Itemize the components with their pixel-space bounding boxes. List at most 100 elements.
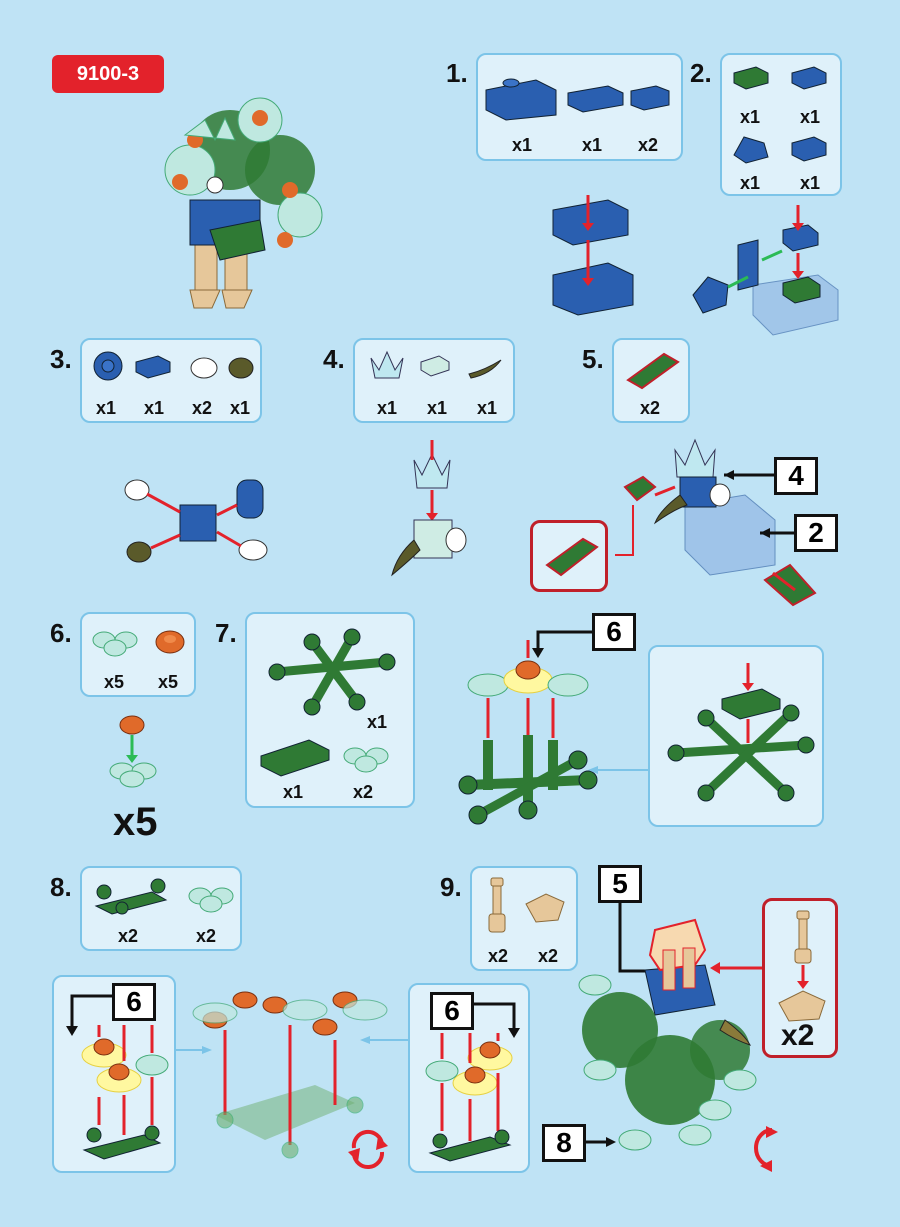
sub-assembly-callout: 5	[598, 865, 642, 903]
sub-step-illustration	[778, 910, 826, 1022]
step1-assembly-illustration	[552, 195, 634, 316]
crown-piece-icon	[370, 350, 404, 379]
callout-pointer-6	[474, 1002, 520, 1038]
qty-label: x1	[582, 135, 603, 155]
qty-label: x1	[367, 712, 388, 732]
sub-step-link-arrow-left	[176, 1046, 212, 1054]
step3-parts-panel: x1 x1 x2 x1	[80, 338, 262, 423]
qty-label: x2	[192, 398, 213, 418]
step8-parts-panel: x2 x2	[80, 866, 242, 951]
sub-assembly-callout: 6	[430, 992, 474, 1030]
callout-pointer-4	[724, 470, 774, 480]
step7-parts-panel: x1 x1 x2	[245, 612, 415, 808]
qty-label: x5	[104, 672, 125, 692]
step-number: 3.	[50, 344, 72, 374]
qty-label: x2	[488, 946, 509, 966]
green-branch-plant-icon	[268, 628, 396, 716]
qty-label: x2	[640, 398, 661, 418]
sub-assembly-callout: 8	[542, 1124, 586, 1162]
sub-step-link-arrow-right	[360, 1036, 408, 1044]
qty-label: x5	[158, 672, 179, 692]
step-number: 2.	[690, 58, 712, 88]
plate-1x2-icon	[567, 85, 624, 113]
step8-assembly-illustration	[192, 991, 388, 1159]
sub-repeat-count: x2	[781, 1019, 815, 1052]
blue-slope-icon	[733, 136, 769, 164]
set-code-badge: 9100-3	[52, 55, 164, 93]
sub-step-illustration	[425, 1033, 513, 1162]
qty-label: x1	[377, 398, 398, 418]
callout-pointer-6	[532, 630, 592, 658]
step2-parts-panel: x1 x1 x1 x1	[720, 53, 842, 196]
qty-label: x2	[196, 926, 217, 946]
sub-assembly-callout: 6	[592, 613, 636, 651]
qty-label: x1	[477, 398, 498, 418]
step5-parts-panel: x2	[612, 338, 690, 423]
step8-right-sub-panel	[408, 983, 530, 1173]
leaf-flower-icon	[92, 631, 138, 657]
green-branch-icon	[94, 878, 168, 915]
qty-label: x2	[353, 782, 374, 802]
step6-parts-panel: x5 x5	[80, 612, 196, 697]
step-number: 8.	[50, 872, 72, 902]
qty-label: x2	[118, 926, 139, 946]
step-number: 5.	[582, 344, 604, 374]
blue-brick-with-studs-icon	[93, 351, 123, 381]
blue-clip-icon	[791, 66, 827, 90]
step6-assembly-illustration	[109, 715, 157, 788]
qty-label: x1	[740, 173, 761, 193]
step7-sub-step-panel	[648, 645, 824, 827]
leaf-flower-icon	[188, 887, 234, 913]
sub-step-illustration	[81, 1025, 169, 1160]
qty-label: x1	[427, 398, 448, 418]
step2-assembly-illustration	[692, 205, 839, 336]
white-eye-tile-icon	[190, 357, 218, 379]
qty-label: x2	[538, 946, 559, 966]
step4-assembly-illustration	[391, 440, 467, 577]
clip-plate-icon	[630, 85, 670, 111]
step3-assembly-illustration	[124, 479, 268, 563]
step5-assembly-illustration	[615, 438, 817, 607]
sub-step-link-arrow	[588, 766, 648, 774]
sub-assembly-callout: 2	[794, 514, 838, 552]
rotate-model-icon	[754, 1126, 778, 1172]
green-curved-slope-icon	[626, 352, 680, 390]
qty-label: x1	[230, 398, 251, 418]
orange-flower-icon	[155, 630, 185, 654]
qty-label: x2	[638, 135, 659, 155]
green-plate-1x2-icon	[260, 739, 330, 777]
tan-foot-icon	[525, 893, 565, 923]
step-number: 9.	[440, 872, 462, 902]
step5-sub-part-panel	[530, 520, 608, 592]
leaf-flower-icon	[343, 747, 389, 773]
step-number: 4.	[323, 344, 345, 374]
step-number: 7.	[215, 618, 237, 648]
rotate-model-icon	[348, 1129, 388, 1170]
callout-pointer-2	[760, 528, 794, 538]
step4-parts-panel: x1 x1 x1	[353, 338, 515, 423]
callout-pointer-6	[66, 994, 112, 1036]
step7-assembly-illustration	[458, 640, 598, 825]
slope-brick-icon	[485, 78, 557, 121]
finished-model-illustration	[164, 97, 323, 309]
sub-step-illustration	[667, 663, 815, 802]
olive-round-plate-icon	[228, 357, 254, 379]
callout-pointer-8	[586, 1137, 616, 1147]
green-clip-icon	[733, 66, 769, 90]
green-curved-slope-icon	[545, 537, 599, 577]
qty-label: x1	[740, 107, 761, 127]
tan-leg-icon	[488, 877, 506, 933]
blue-clip-plate-icon	[135, 355, 171, 379]
qty-label: x1	[283, 782, 304, 802]
blue-bracket-icon	[791, 136, 827, 162]
step9-parts-panel: x2 x2	[470, 866, 578, 971]
qty-label: x1	[512, 135, 533, 155]
qty-label: x1	[800, 173, 821, 193]
sub-assembly-callout: 6	[112, 983, 156, 1021]
qty-label: x1	[144, 398, 165, 418]
step9-sub-part-panel: x2	[762, 898, 838, 1058]
repeat-count: x5	[113, 800, 158, 844]
step9-assembly-illustration	[578, 918, 763, 1151]
horn-piece-icon	[468, 359, 502, 379]
step-number: 1.	[446, 58, 468, 88]
